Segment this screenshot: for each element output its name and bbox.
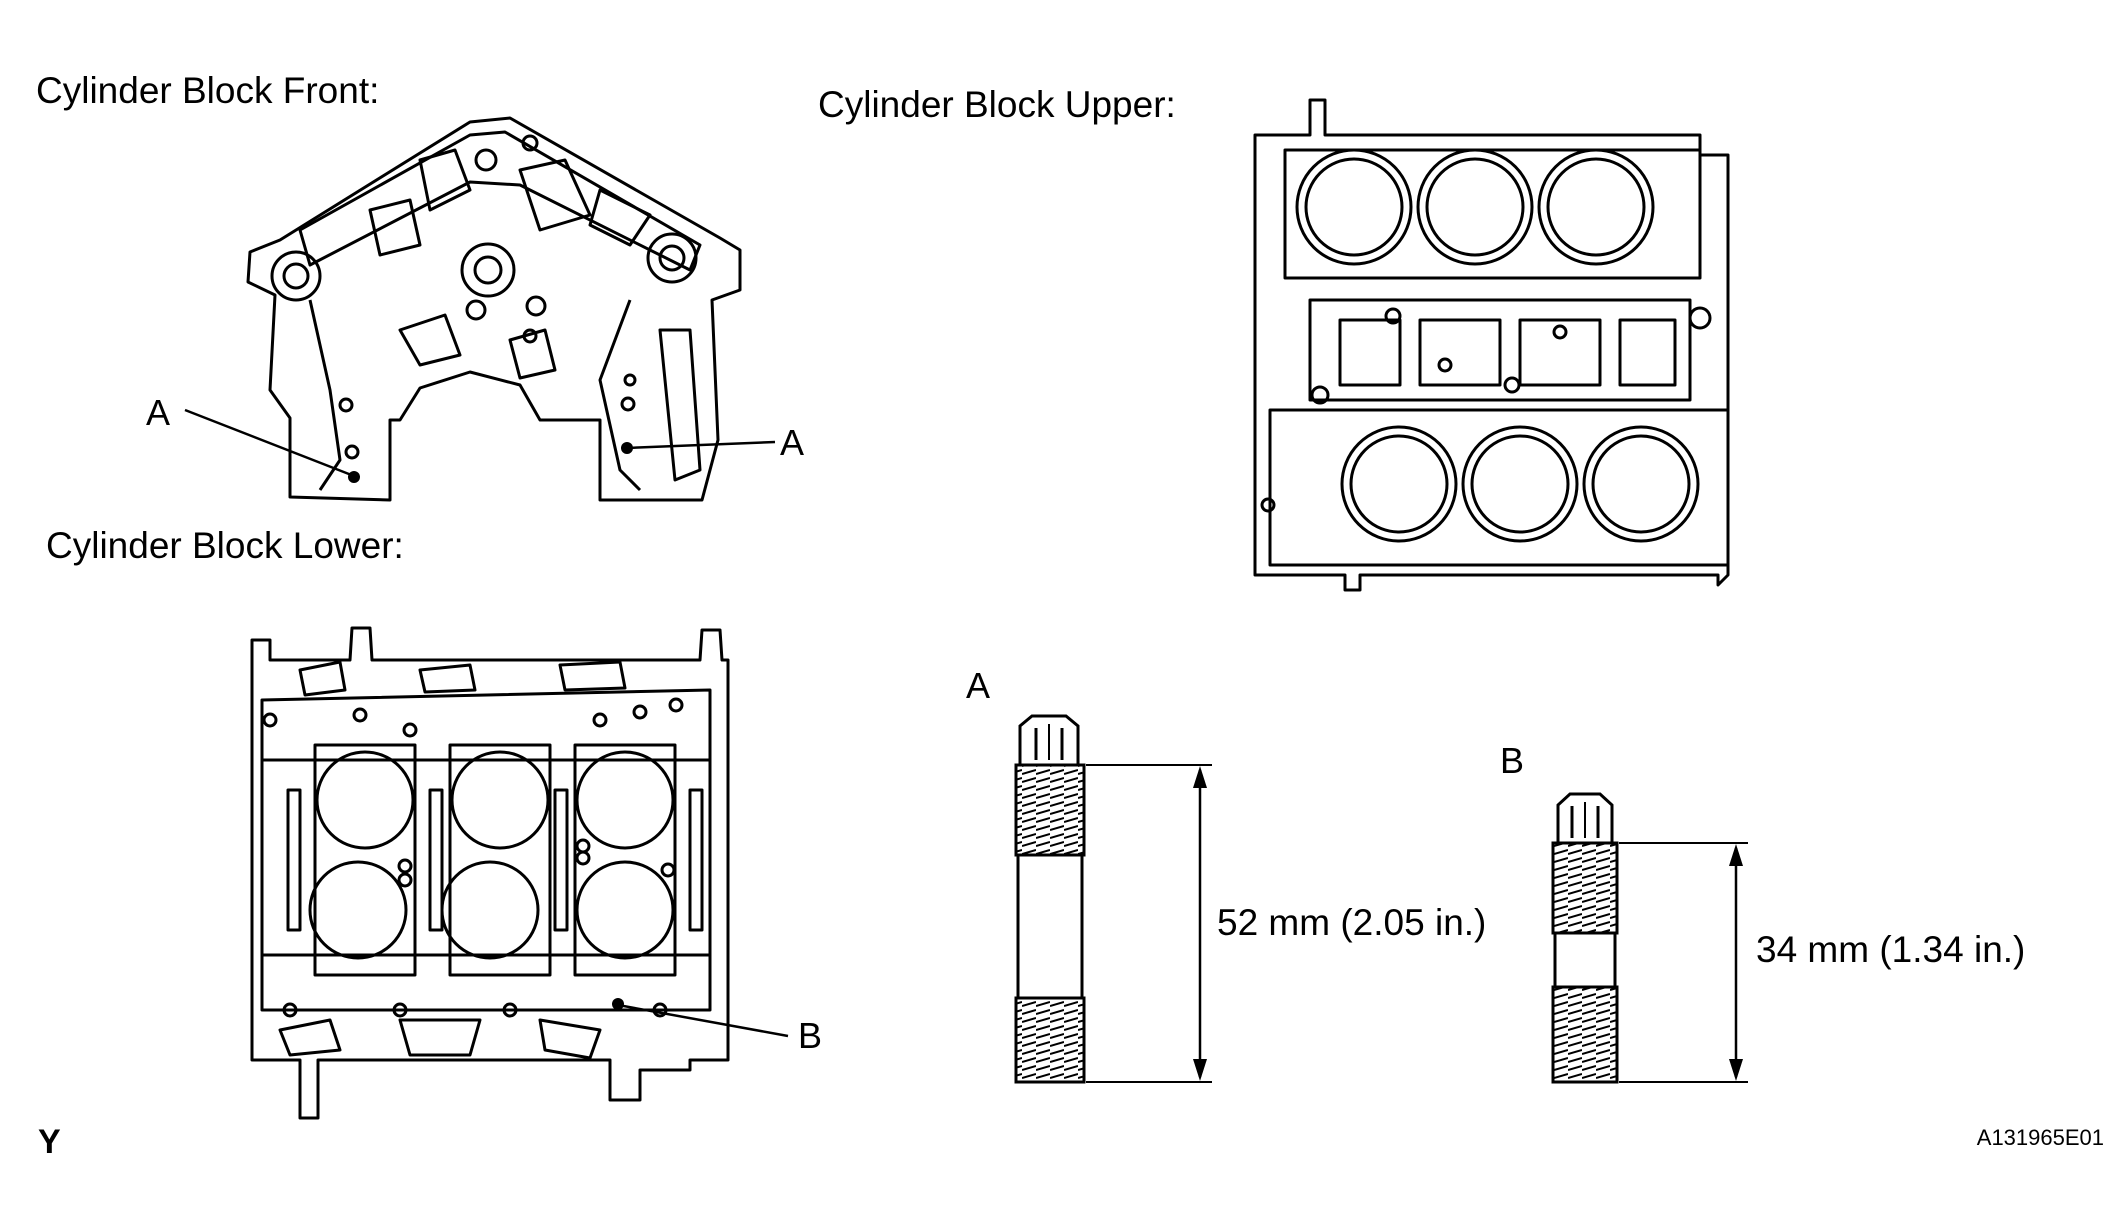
callout-label-a-right: A [780,422,804,463]
front-section-title: Cylinder Block Front: [36,70,379,111]
lower-section-title: Cylinder Block Lower: [46,525,404,566]
cylinder-block-front-drawing [246,116,742,502]
corner-mark: Y [38,1123,61,1161]
stud-a-length: 52 mm (2.05 in.) [1217,902,1486,943]
front-callout-left: A [146,392,360,483]
figure-code: A131965E01 [1977,1125,2104,1150]
upper-section-title: Cylinder Block Upper: [818,84,1176,125]
cylinder-block-lower-drawing [250,626,730,1120]
stud-a-label: A [966,665,990,706]
stud-b-length: 34 mm (1.34 in.) [1756,929,2025,970]
front-callout-right: A [621,422,804,463]
callout-label-a-left: A [146,392,170,433]
stud-bolt-a: A 52 mm (2.05 in.) [966,665,1486,1084]
callout-label-b-lower: B [798,1015,822,1056]
stud-b-label: B [1500,740,1524,781]
lower-callout: B [612,998,822,1056]
cylinder-block-upper-drawing [1253,98,1730,592]
stud-bolt-b: B 34 mm (1.34 in.) [1500,740,2025,1084]
